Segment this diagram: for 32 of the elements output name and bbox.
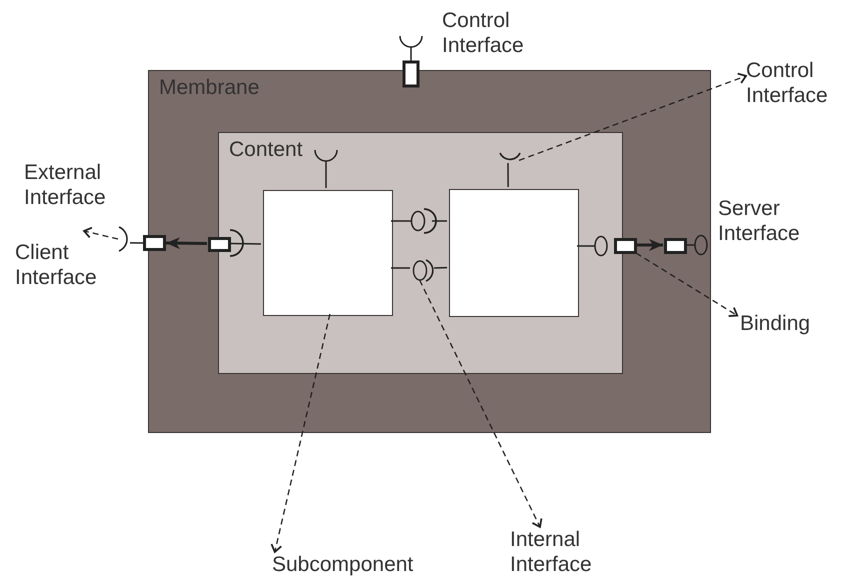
leader-line (270, 314, 331, 553)
callout-label: Control Interface (442, 8, 525, 58)
content-box (218, 132, 623, 374)
callout-label: Server Interface (718, 196, 801, 246)
interface-ring-symbol (412, 259, 436, 282)
interface-box (143, 235, 166, 251)
leader-line (636, 252, 738, 317)
box-title: Content (229, 137, 303, 162)
callout-label: Control Interface (746, 58, 829, 108)
connector-line (230, 242, 262, 245)
membrane-box (148, 70, 711, 433)
callout-label: Client Interface (15, 240, 98, 290)
interface-box (614, 238, 637, 254)
leader-line (83, 226, 118, 240)
interface-box (208, 237, 231, 252)
callout-label: Binding (740, 311, 812, 336)
interface-box (664, 238, 687, 254)
leader-line (419, 280, 542, 528)
box-title: Membrane (159, 75, 260, 100)
connector-line (130, 242, 143, 244)
binding-arrow (636, 239, 663, 251)
callout-label: Internal Interface (510, 527, 593, 577)
connector-line (507, 163, 509, 187)
callout-label: Subcomponent (272, 552, 412, 577)
subcomponent-box (449, 189, 579, 317)
connector-line (434, 266, 448, 269)
connector-line (391, 267, 410, 269)
binding-arrow (166, 237, 208, 250)
subcomponent-box (263, 190, 393, 316)
receptacle-symbol (118, 226, 130, 252)
leader-line (518, 72, 747, 161)
callout-label: External Interface (24, 160, 107, 210)
